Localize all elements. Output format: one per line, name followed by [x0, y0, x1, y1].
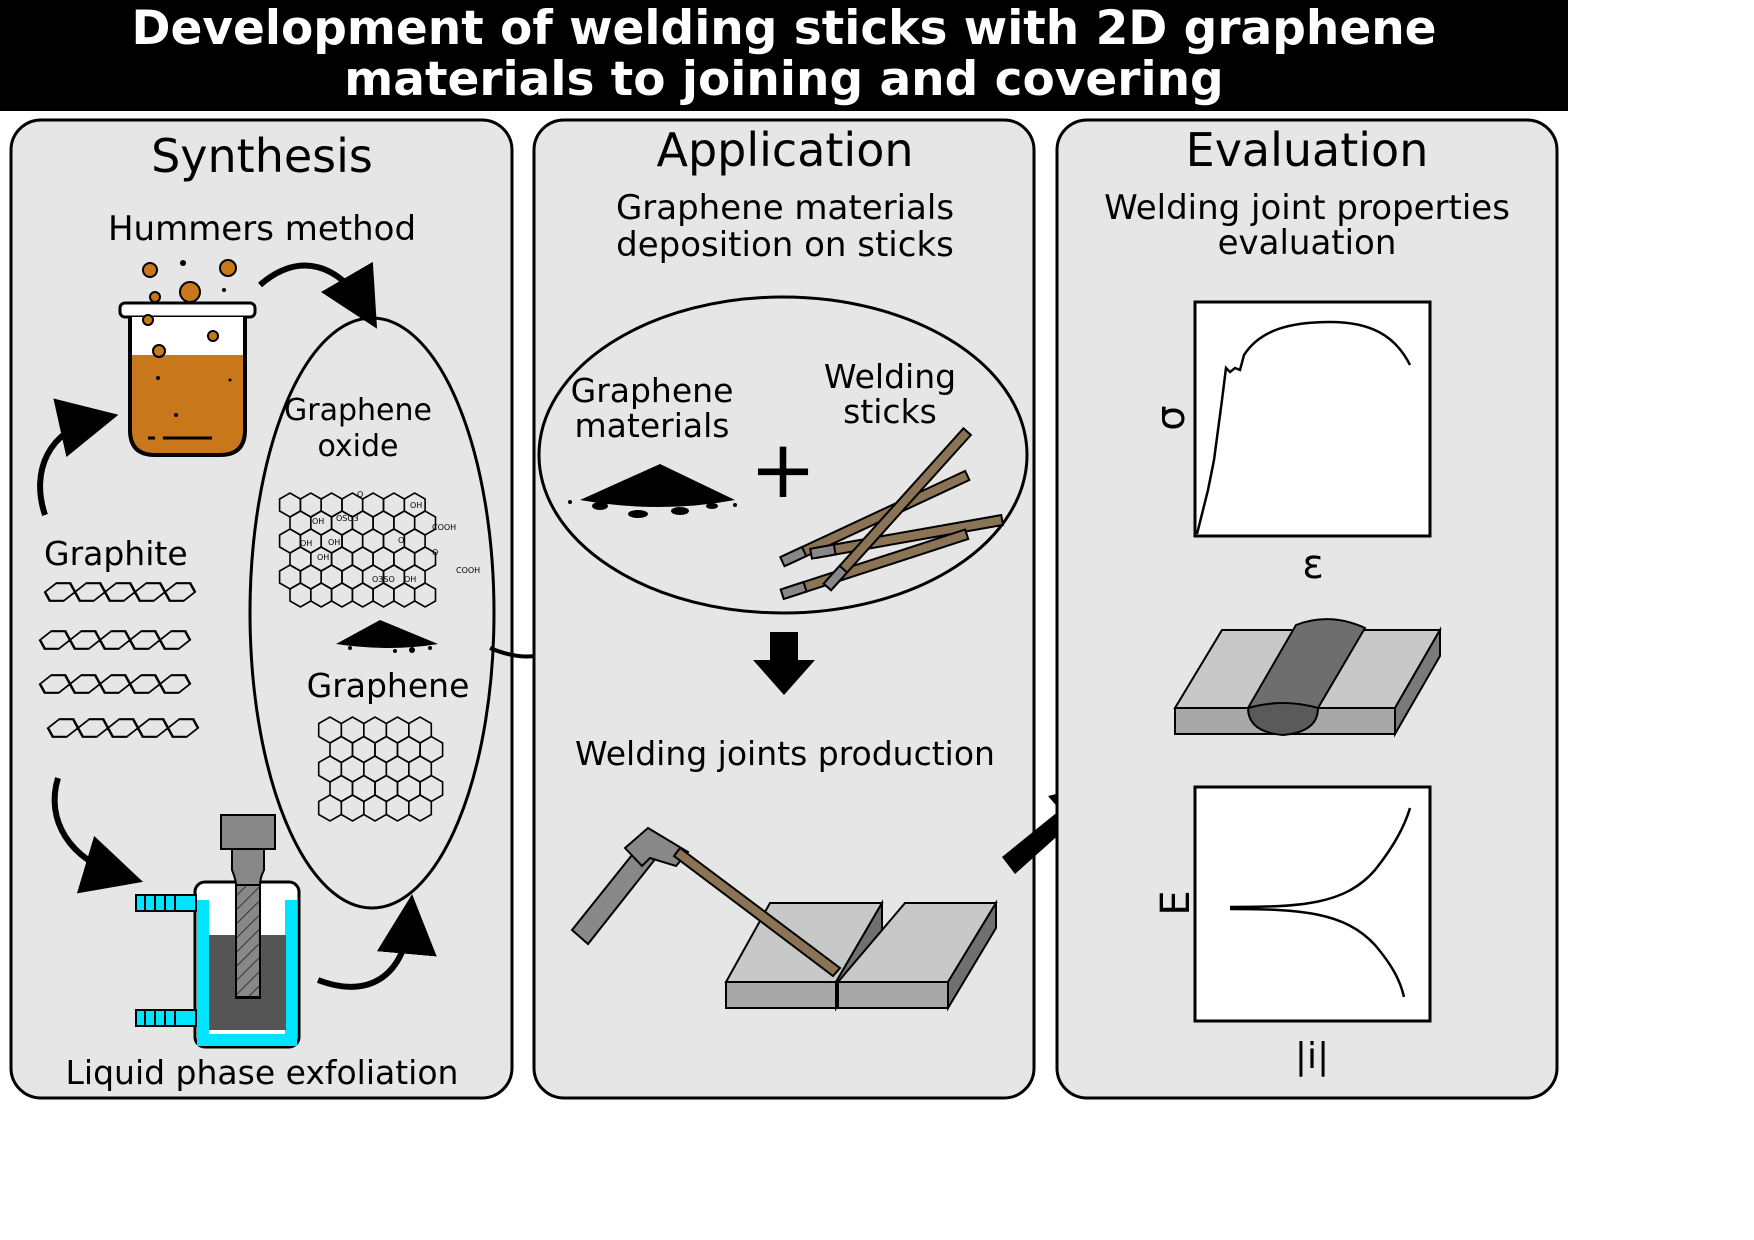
powder-specks — [348, 646, 432, 653]
functional-group-label: O — [357, 490, 363, 499]
title-bar: Development of welding sticks with 2D gr… — [0, 0, 1568, 111]
deposition-ellipse — [537, 295, 1029, 615]
graphene-oxide-label-1: Graphene — [284, 393, 432, 428]
graphene-powder-specks — [568, 500, 737, 518]
welding-joints-production-label: Welding joints production — [575, 734, 995, 773]
welding-sticks-label-1: Welding — [824, 357, 956, 396]
graphene-structure-icon — [317, 716, 444, 822]
graphite-label: Graphite — [44, 534, 188, 573]
graphene-label: Graphene — [307, 666, 470, 705]
welding-sticks-icon — [778, 426, 1005, 601]
application-subtitle-2: deposition on sticks — [616, 225, 954, 265]
evaluation-subtitle-1: Welding joint properties — [1104, 188, 1510, 228]
title-line-2: materials to joining and covering — [344, 52, 1224, 107]
application-panel: Application Graphene materials depositio… — [532, 118, 1036, 1100]
graphene-materials-ellipse — [248, 316, 496, 910]
evaluation-heading: Evaluation — [1186, 123, 1429, 177]
welding-torch-icon — [570, 826, 690, 946]
graphene-powder-icon — [580, 464, 735, 507]
functional-group-label: OH — [410, 501, 422, 510]
stress-axis-label: σ — [1148, 405, 1194, 430]
arrow-exfoliation-to-graphene — [316, 894, 437, 990]
arrow-graphite-to-exfoliation — [51, 777, 143, 894]
ultrasonic-bath-icon — [135, 814, 301, 1049]
functional-group-label: OSO3 — [336, 514, 359, 523]
beaker-icon — [118, 259, 257, 457]
graphene-materials-label-2: materials — [575, 406, 730, 445]
functional-group-label: O — [398, 536, 404, 545]
strain-axis-label: ε — [1302, 542, 1324, 588]
functional-group-label: OH — [312, 517, 324, 526]
graphene-oxide-label-2: oxide — [317, 429, 398, 464]
welding-sticks-label-2: sticks — [843, 392, 937, 431]
functional-group-label: OH — [300, 539, 312, 548]
synthesis-heading: Synthesis — [151, 129, 373, 183]
hummers-method-label: Hummers method — [108, 209, 416, 249]
application-heading: Application — [656, 123, 913, 177]
functional-group-label: OH — [404, 575, 416, 584]
title-line-1: Development of welding sticks with 2D gr… — [131, 1, 1437, 56]
graphene-materials-label-1: Graphene — [571, 371, 734, 410]
welded-joint-icon — [1173, 618, 1442, 738]
functional-group-label: COOH — [432, 523, 456, 532]
lattice-ring — [407, 794, 433, 822]
graphene-oxide-powder-icon — [336, 620, 438, 648]
functional-group-label: O3SO — [372, 575, 395, 584]
synthesis-panel: Synthesis Hummers method Gra — [9, 118, 601, 1100]
functional-group-label: COOH — [456, 566, 480, 575]
application-subtitle-1: Graphene materials — [616, 188, 954, 228]
down-arrow-icon — [753, 632, 815, 695]
lattice-ring — [413, 582, 437, 608]
arrow-beaker-to-oxide — [258, 261, 378, 329]
liquid-phase-exfoliation-label: Liquid phase exfoliation — [66, 1053, 459, 1092]
arrow-graphite-to-beaker — [37, 398, 119, 516]
polarization-plot: E |i| — [1153, 785, 1432, 1077]
functional-group-label: OH — [317, 553, 329, 562]
functional-group-label: O — [432, 548, 438, 557]
stress-strain-plot: σ ε — [1148, 300, 1432, 588]
functional-group-label: OH — [328, 538, 340, 547]
evaluation-subtitle-2: evaluation — [1218, 223, 1397, 263]
current-axis-label: |i| — [1295, 1036, 1329, 1077]
evaluation-panel: Evaluation Welding joint properties eval… — [1055, 118, 1559, 1100]
plus-sign: + — [749, 423, 816, 516]
electrode-stick-icon — [672, 846, 842, 978]
potential-axis-label: E — [1153, 890, 1199, 915]
